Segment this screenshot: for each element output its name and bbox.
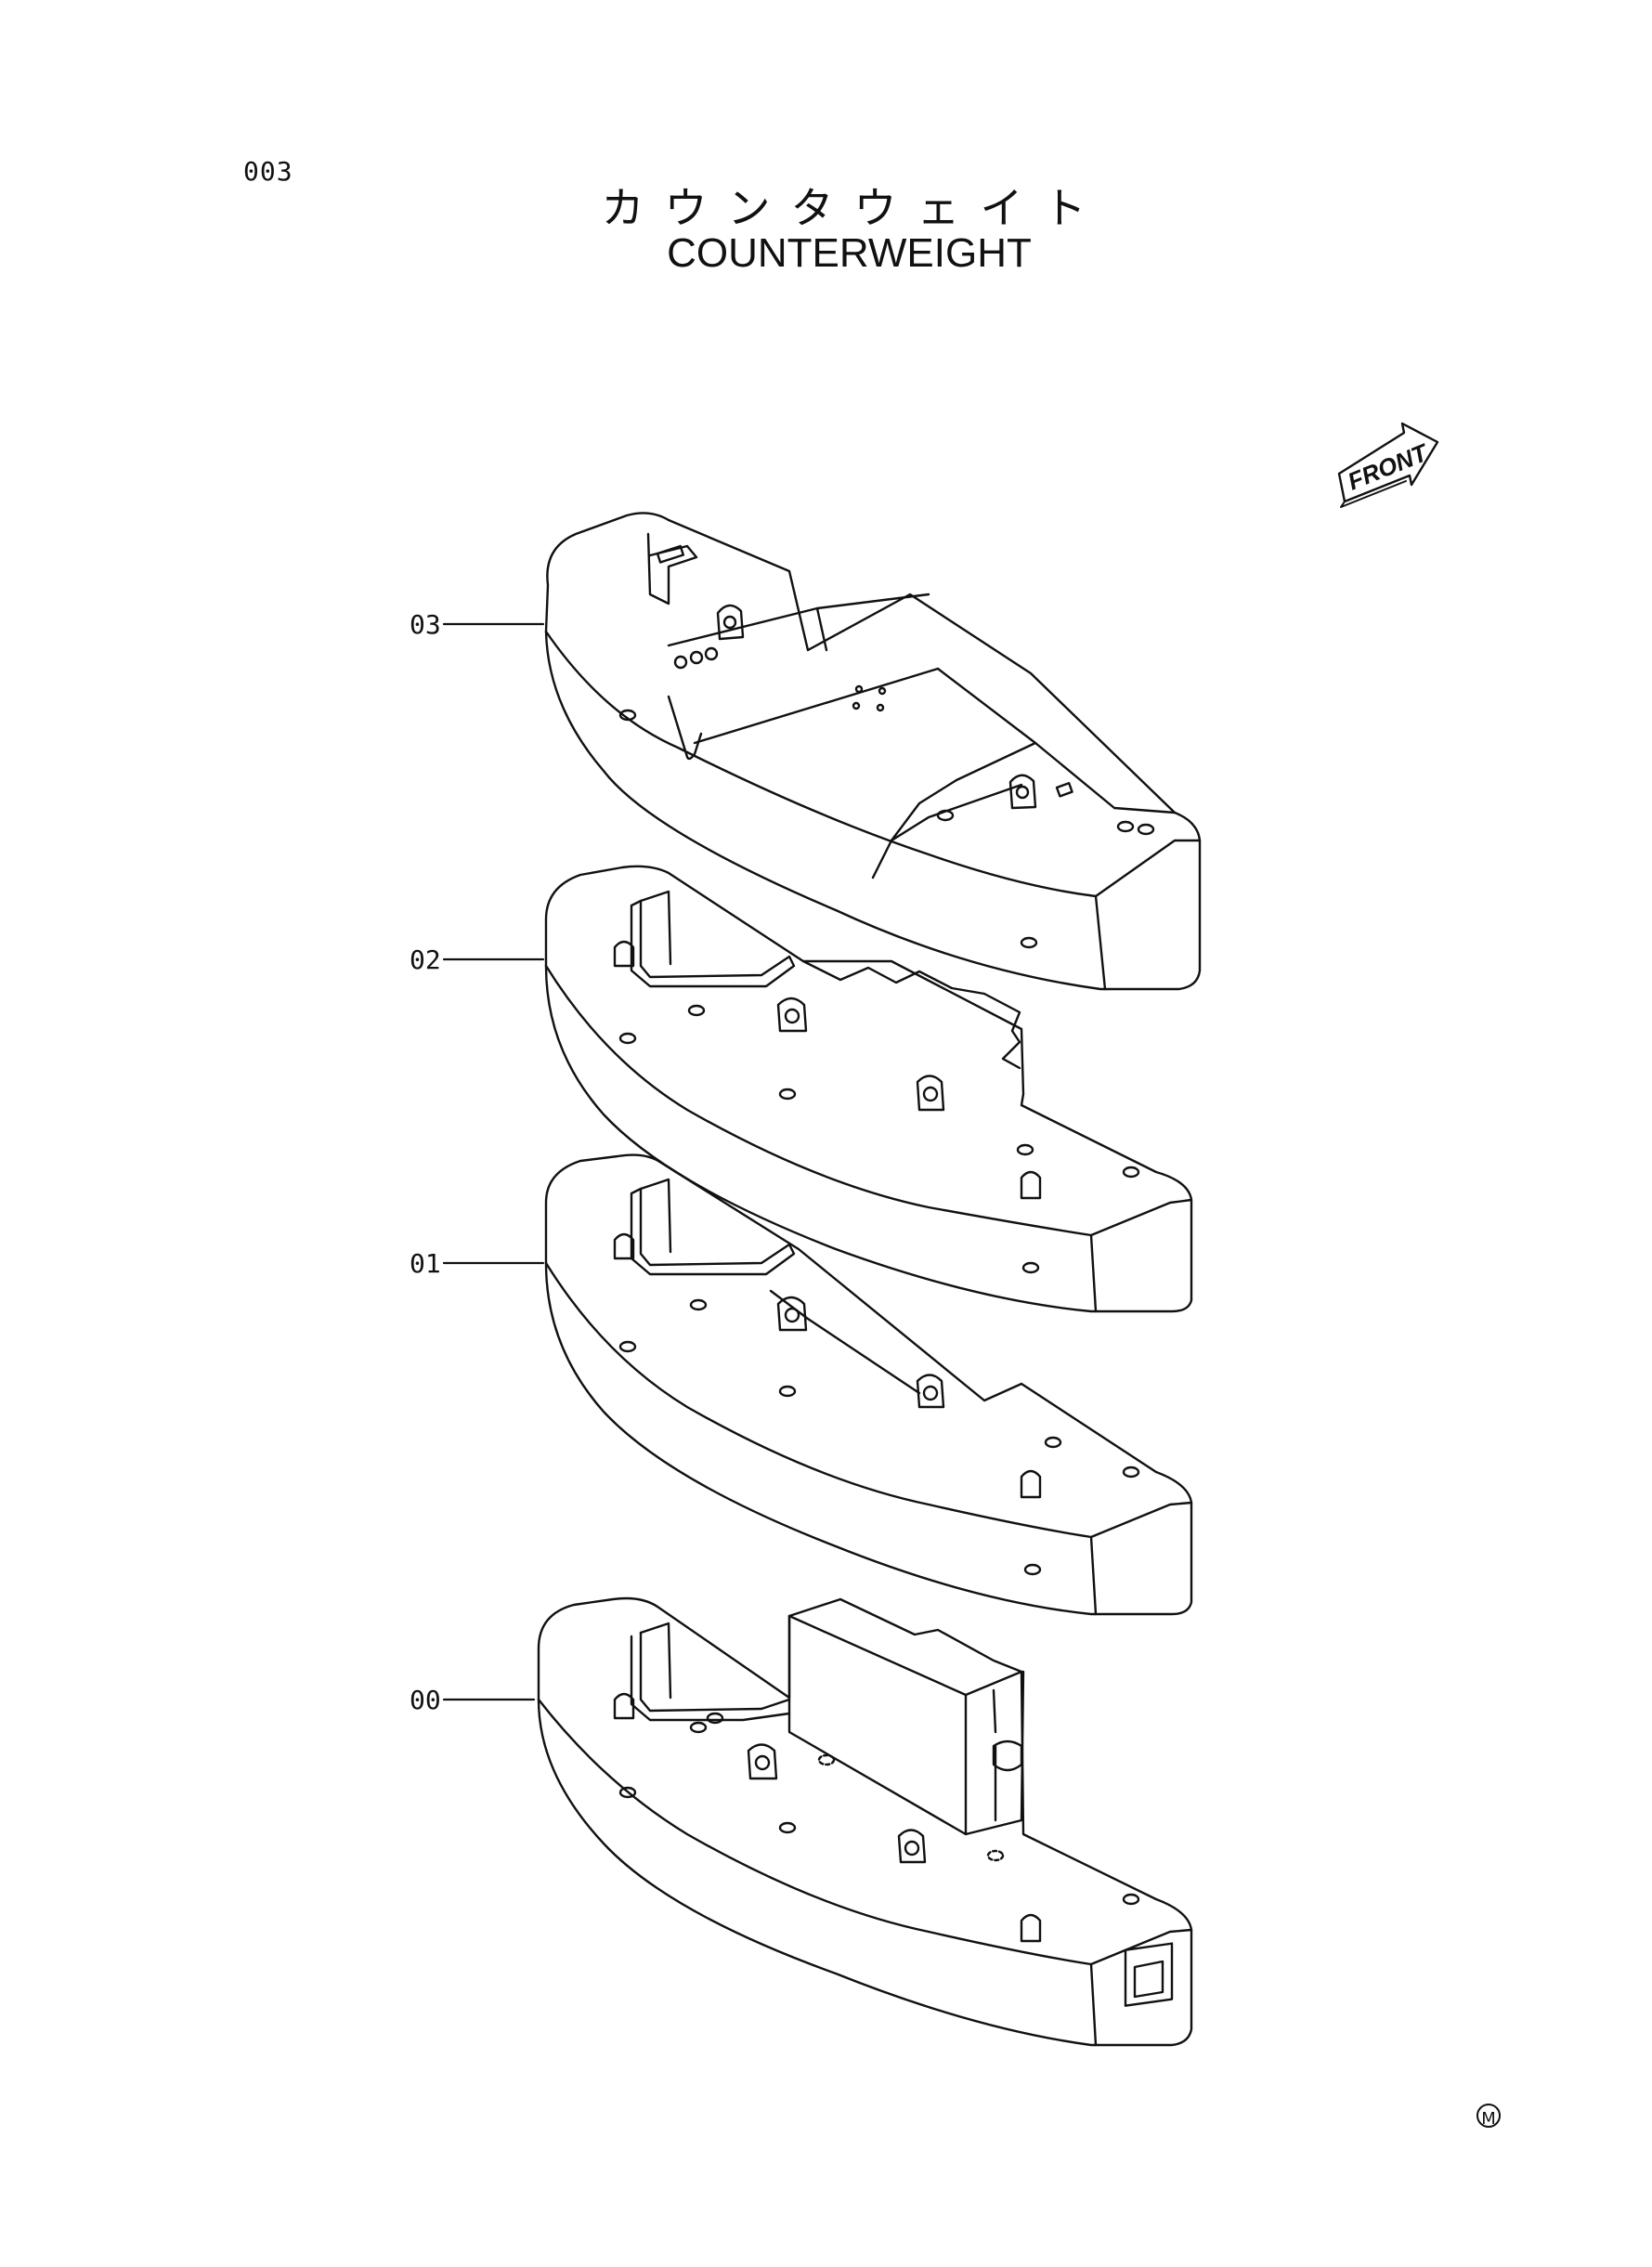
- counterweight-part-00: [537, 1596, 1193, 2047]
- callout-01: 01: [410, 1248, 441, 1279]
- page-number: 003: [243, 156, 293, 187]
- counterweight-part-02: [544, 865, 1193, 1313]
- callout-03: 03: [410, 609, 441, 640]
- callout-00: 00: [410, 1685, 441, 1715]
- front-label: FRONT: [1344, 437, 1433, 495]
- counterweight-part-03: [544, 512, 1202, 991]
- title-japanese: カウンタウェイト: [601, 183, 1107, 233]
- title-english: COUNTERWEIGHT: [667, 230, 1032, 276]
- callout-02: 02: [410, 945, 441, 975]
- counterweight-part-01: [544, 1153, 1193, 1616]
- front-arrow-icon: FRONT: [1337, 422, 1439, 508]
- circled-m-mark: M: [1476, 2104, 1501, 2129]
- svg-text:M: M: [1481, 2109, 1496, 2129]
